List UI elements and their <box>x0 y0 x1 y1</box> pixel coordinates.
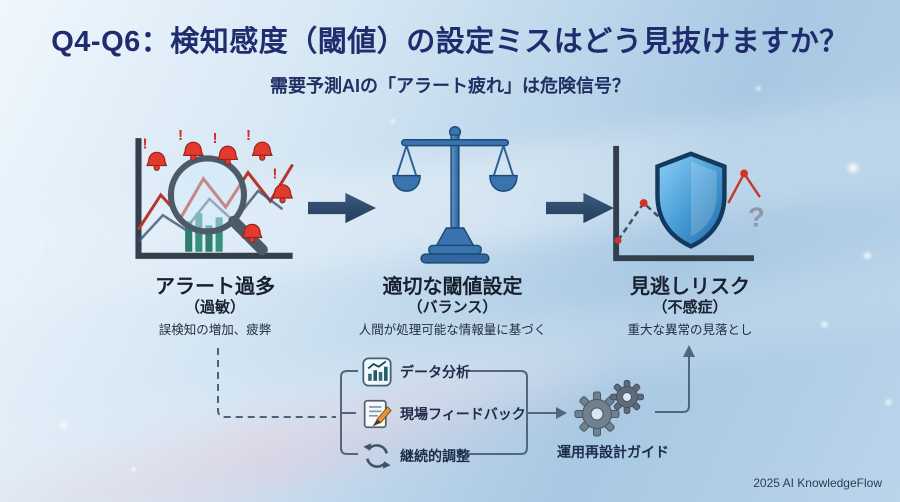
balance-scale-svg <box>392 125 518 264</box>
magnifier-alerts-chart-icon: ! ! ! ! ! <box>122 128 300 270</box>
balance-scale-icon <box>392 122 518 270</box>
flow-item-continuous-adjustment: 継続的調整 <box>362 441 470 471</box>
chart-axes <box>135 138 293 259</box>
bokeh-dot <box>58 420 69 431</box>
dashed-elbow-from-alert <box>217 348 336 418</box>
bokeh-dot <box>884 398 893 407</box>
bokeh-dot <box>862 250 873 261</box>
chart-axes <box>613 145 754 262</box>
right-arrow-icon <box>308 192 376 224</box>
flow-item-label: データ分析 <box>400 364 470 380</box>
panel-desc-miss-risk: 重大な異常の見落とし <box>627 323 753 337</box>
panel-sub-miss-risk: （不感症） <box>652 299 728 316</box>
exclamation-marks: ! ! ! ! ! <box>143 128 278 183</box>
navy-trend-line <box>137 189 284 243</box>
flow-item-field-feedback: 現場フィードバック <box>362 399 526 429</box>
svg-text:!: ! <box>213 130 218 147</box>
note-pencil-icon <box>362 399 392 429</box>
arrowhead-up <box>683 345 695 357</box>
gears-icon <box>565 378 655 438</box>
panel-sub-threshold: （バランス） <box>407 299 498 316</box>
bokeh-dot <box>845 160 861 176</box>
big-gear <box>574 391 620 437</box>
credit: 2025 AI KnowledgeFlow <box>753 476 882 490</box>
red-peak-line <box>727 171 761 204</box>
shield-icon <box>655 151 727 249</box>
panel-heading-threshold: 適切な閾値設定 <box>382 276 523 298</box>
bokeh-dot <box>820 320 829 329</box>
page-title: Q4-Q6：検知感度（閾値）の設定ミスはどう見抜けますか？ <box>51 26 849 58</box>
small-gear <box>610 380 644 414</box>
question-mark: ? <box>748 202 765 233</box>
panel-desc-threshold: 人間が処理可能な情報量に基づく <box>358 323 547 337</box>
panel-desc-alert-overload: 誤検知の増加、疲弊 <box>158 323 272 337</box>
up-elbow-to-miss-risk <box>655 357 690 413</box>
flow-item-label: 現場フィードバック <box>400 406 526 422</box>
bokeh-dot <box>130 466 137 473</box>
panel-sub-alert-overload: （過敏） <box>184 299 245 316</box>
flow-item-label: 継続的調整 <box>400 448 470 464</box>
panel-heading-miss-risk: 見逃しリスク <box>630 276 750 298</box>
svg-text:!: ! <box>143 135 148 152</box>
svg-text:!: ! <box>272 166 277 183</box>
shield-risk-chart-svg: ? <box>613 145 765 262</box>
left-bracket <box>340 370 358 455</box>
magnifier-alerts-chart-svg: ! ! ! ! ! <box>135 128 294 259</box>
result-label: 運用再設計ガイド <box>557 444 669 460</box>
svg-text:!: ! <box>246 128 251 144</box>
page-subtitle: 需要予測AIの「アラート疲れ」は危険信号？ <box>270 76 630 96</box>
shield-risk-chart-icon: ? <box>603 140 773 268</box>
bar-chart-icon <box>362 357 392 387</box>
pink-light-streak <box>0 335 639 502</box>
panel-heading-alert-overload: アラート過多 <box>155 276 275 298</box>
cycle-arrows-icon <box>362 441 392 471</box>
dashed-trend-line <box>617 201 669 242</box>
flow-item-data-analysis: データ分析 <box>362 357 470 387</box>
svg-text:!: ! <box>178 128 183 144</box>
